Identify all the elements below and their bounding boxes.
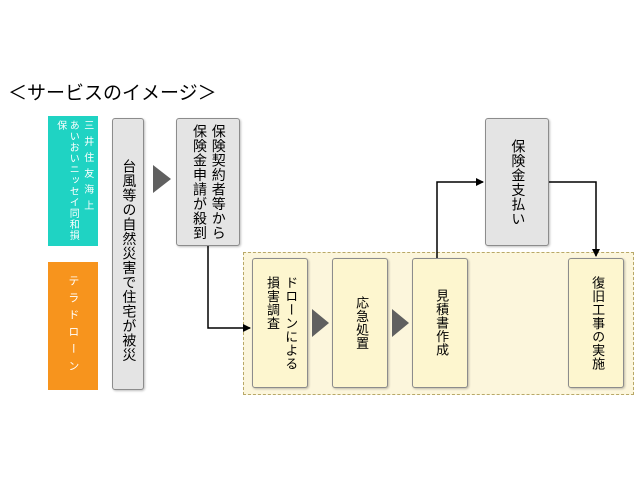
claims-box: 保険契約者等から 保険金申請が殺到: [176, 118, 240, 246]
emergency-box: 応急処置: [332, 258, 388, 388]
drone-survey-label-2: 損害調査: [264, 275, 279, 330]
estimate-box: 見積書作成: [412, 258, 468, 388]
drone-company-label: テラドローン: [66, 275, 80, 377]
disaster-box: 台風等の自然災害で住宅が被災: [112, 118, 144, 390]
flow-arrow-2: [312, 309, 329, 337]
flow-arrow-1: [153, 165, 171, 193]
connector-payment-to-restoration: [549, 181, 600, 257]
page-title: ＜サービスのイメージ＞: [8, 82, 217, 104]
payment-box: 保険金支払い: [485, 118, 549, 246]
estimate-label: 見積書作成: [433, 289, 449, 357]
insurer-label-1: あいおいニッセイ同和損保: [54, 120, 79, 241]
payment-label: 保険金支払い: [509, 138, 526, 226]
disaster-label: 台風等の自然災害で住宅が被災: [120, 159, 137, 362]
drone-company-bar: テラドローン: [48, 262, 98, 390]
connector-claims-to-survey: [207, 246, 251, 332]
claims-label-2: 保険金申請が殺到: [191, 124, 207, 240]
claims-label-1: 保険契約者等から: [209, 124, 226, 240]
emergency-label: 応急処置: [353, 296, 369, 350]
flow-arrow-3: [392, 309, 409, 337]
restoration-label: 復旧工事の実施: [589, 275, 605, 371]
restoration-box: 復旧工事の実施: [568, 258, 624, 388]
drone-survey-label-1: ドローンによる: [282, 275, 298, 371]
insurer-bar: あいおいニッセイ同和損保 三井住友海上: [48, 116, 98, 246]
drone-survey-box: ドローンによる 損害調査: [252, 258, 308, 388]
connector-estimate-to-payment: [436, 178, 484, 258]
insurer-label-2: 三井住友海上: [81, 120, 93, 216]
